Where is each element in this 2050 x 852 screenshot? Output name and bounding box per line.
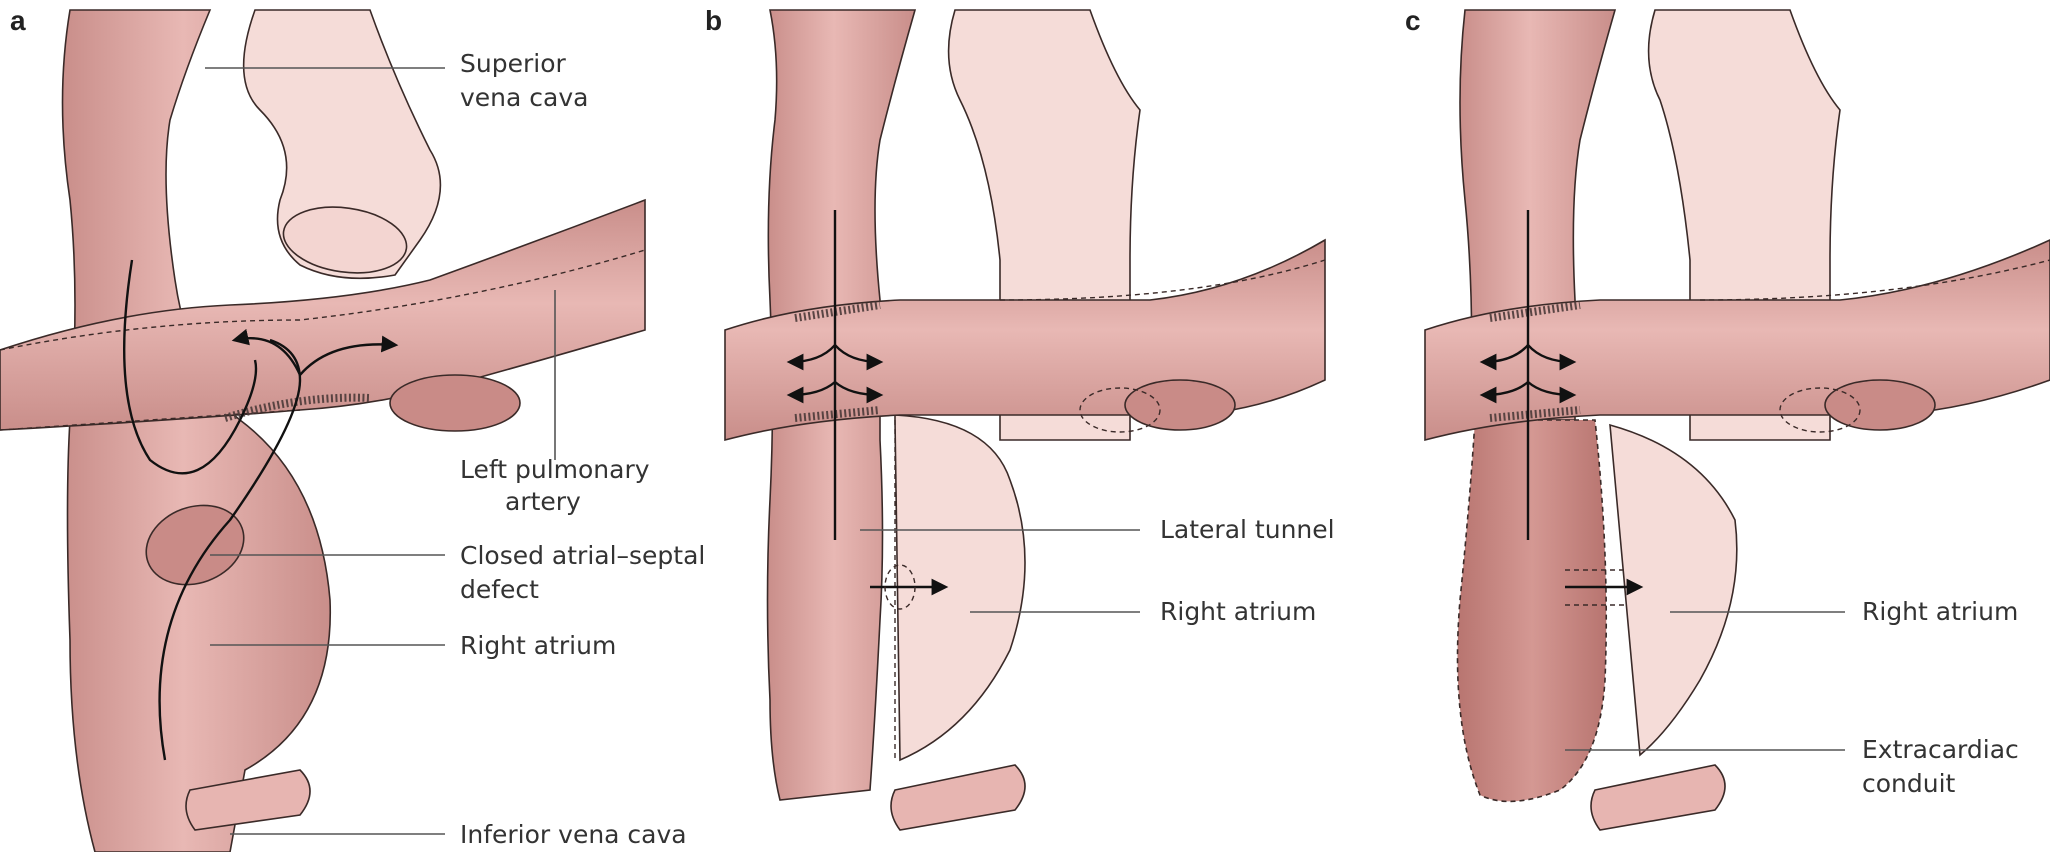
ivc-stub-b xyxy=(891,765,1025,830)
label-tunnel: Lateral tunnel xyxy=(1160,515,1335,544)
ivc-stub-c xyxy=(1591,765,1725,830)
label-conduit-1: Extracardiac xyxy=(1862,735,2019,764)
panel-c: c Right atrium Extracardiac xyxy=(1405,5,2050,830)
panel-c-letter: c xyxy=(1405,5,1421,36)
label-svc-2: vena cava xyxy=(460,83,588,112)
pulmonary-stump xyxy=(390,375,520,431)
label-lpa-2: artery xyxy=(505,487,581,516)
pulmonary-stump-b xyxy=(1125,380,1235,430)
label-ra-c: Right atrium xyxy=(1862,597,2018,626)
panel-a-letter: a xyxy=(10,5,26,36)
panel-b-letter: b xyxy=(705,5,722,36)
label-ra-b: Right atrium xyxy=(1160,597,1316,626)
label-conduit-2: conduit xyxy=(1862,769,1956,798)
label-svc-1: Superior xyxy=(460,49,566,78)
right-atrium-c xyxy=(1610,425,1737,755)
label-asd-1: Closed atrial–septal xyxy=(460,541,705,570)
panel-b: b Lateral tunnel Right atrium xyxy=(705,5,1335,830)
extracardiac-conduit xyxy=(1458,420,1607,801)
label-ra-a: Right atrium xyxy=(460,631,616,660)
label-lpa-1: Left pulmonary xyxy=(460,455,650,484)
pulmonary-stump-c xyxy=(1825,380,1935,430)
panel-a: a Superior vena cava Left pulmonary arte… xyxy=(0,5,705,852)
label-ivc: Inferior vena cava xyxy=(460,820,687,849)
label-asd-2: defect xyxy=(460,575,539,604)
